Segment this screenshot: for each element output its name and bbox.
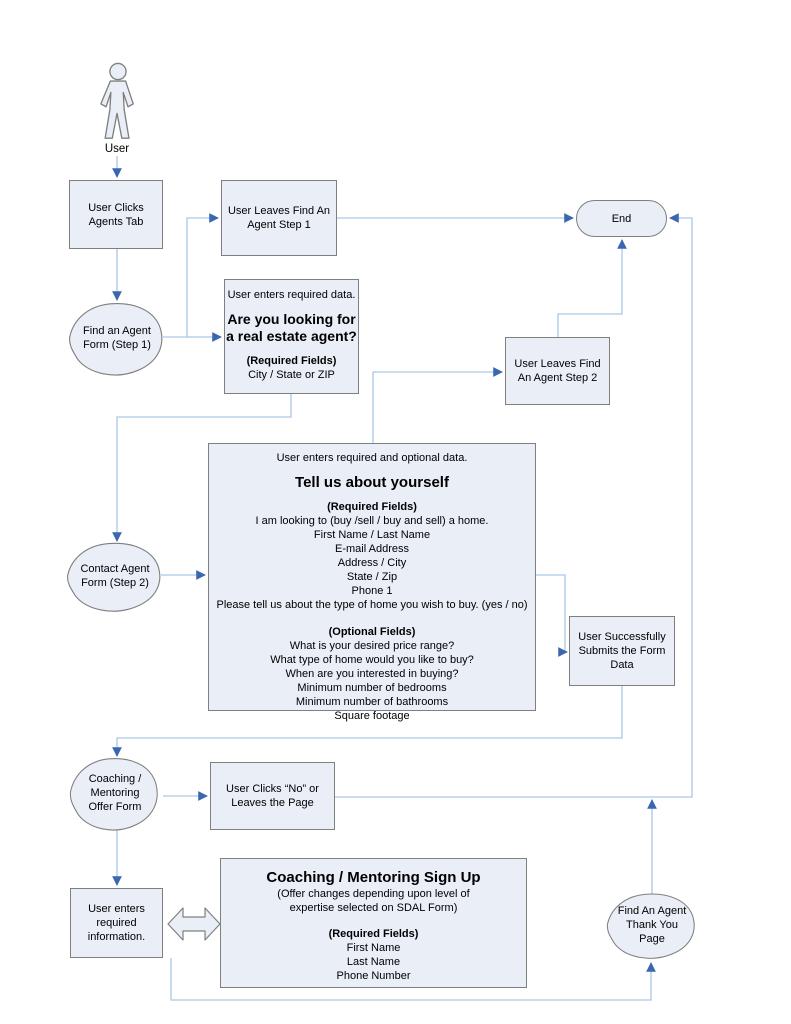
signup-required-item: Phone Number (336, 970, 411, 982)
step2-required-item: State / Zip (346, 571, 398, 583)
step2-optional-label: (Optional Fields) (328, 626, 416, 638)
contact-agent-form-label: Contact Agent Form (Step 2) (80, 563, 150, 589)
step2-required-item: Please tell us about the type of home yo… (216, 599, 528, 611)
connector-find-form-to-leaves-step1 (186, 213, 219, 337)
step1-heading: Are you looking for a real estate agent? (226, 311, 357, 344)
step2-required-item: Address / City (337, 557, 407, 569)
connector-enters-info-to-thank-you (170, 958, 656, 1001)
actor-label: User (104, 143, 130, 155)
step2-required-item: I am looking to (buy /sell / buy and sel… (255, 515, 489, 527)
signup-heading: Coaching / Mentoring Sign Up (266, 869, 481, 886)
step2-optional-item: Square footage (334, 710, 410, 722)
node-user-leaves-step2: User Leaves Find An Agent Step 2 (505, 337, 610, 405)
signup-subheading: (Offer changes depending upon level of (277, 888, 470, 900)
node-find-agent-form: Find an Agent Form (Step 1) (66, 298, 168, 378)
step1-intro: User enters required data. (227, 289, 356, 301)
signup-required-item: Last Name (346, 956, 401, 968)
step1-required-label: (Required Fields) (246, 355, 337, 367)
find-agent-form-label: Find an Agent Form (Step 1) (83, 325, 151, 351)
node-coaching-offer-form: Coaching / Mentoring Offer Form (67, 753, 163, 833)
step2-optional-item: Minimum number of bathrooms (295, 696, 449, 708)
double-arrow-icon (166, 900, 222, 948)
connector-step2-data-to-submits (536, 574, 568, 657)
node-contact-agent-form: Contact Agent Form (Step 2) (64, 538, 166, 614)
connector-leaves-step2-to-end (557, 239, 627, 337)
node-step1-data-box: User enters required data. Are you looki… (224, 279, 359, 394)
thank-you-page-label: Find An Agent Thank You Page (617, 905, 687, 945)
node-thank-you-page: Find An Agent Thank You Page (604, 889, 700, 961)
node-user-leaves-step1: User Leaves Find An Agent Step 1 (221, 180, 337, 256)
connector-step1-data-to-contact-form (112, 394, 292, 542)
coaching-offer-form-label: Coaching / Mentoring Offer Form (88, 773, 142, 813)
signup-required-label: (Required Fields) (328, 928, 419, 940)
node-signup-box: Coaching / Mentoring Sign Up (Offer chan… (220, 858, 527, 988)
node-enters-info: User enters required information. (70, 888, 163, 958)
step2-required-item: First Name / Last Name (313, 529, 431, 541)
step1-required-field: City / State or ZIP (248, 369, 335, 381)
node-user-clicks-agents-tab: User Clicks Agents Tab (69, 180, 163, 249)
step2-heading: Tell us about yourself (295, 474, 449, 491)
step2-optional-item: When are you interested in buying? (285, 668, 459, 680)
node-end: End (576, 200, 667, 237)
step2-optional-item: What type of home would you like to buy? (270, 654, 474, 666)
node-user-clicks-no: User Clicks “No” or Leaves the Page (210, 762, 335, 830)
step2-optional-item: Minimum number of bedrooms (297, 682, 447, 694)
person-icon (97, 62, 139, 142)
connector-clicks-no-to-end (335, 213, 693, 798)
step2-required-label: (Required Fields) (327, 501, 417, 513)
step2-required-item: Phone 1 (351, 585, 393, 597)
step2-optional-item: What is your desired price range? (289, 640, 455, 652)
step2-required-item: E-mail Address (335, 543, 409, 555)
signup-subheading: expertise selected on SDAL Form) (289, 902, 458, 914)
step2-intro: User enters required and optional data. (276, 452, 468, 464)
signup-required-item: First Name (346, 942, 401, 954)
connector-step2-data-to-leaves-step2 (372, 367, 503, 443)
node-step2-data-box: User enters required and optional data. … (208, 443, 536, 722)
connector-submits-to-coaching-offer (112, 686, 623, 757)
node-submits-form: User Successfully Submits the Form Data (569, 616, 675, 686)
